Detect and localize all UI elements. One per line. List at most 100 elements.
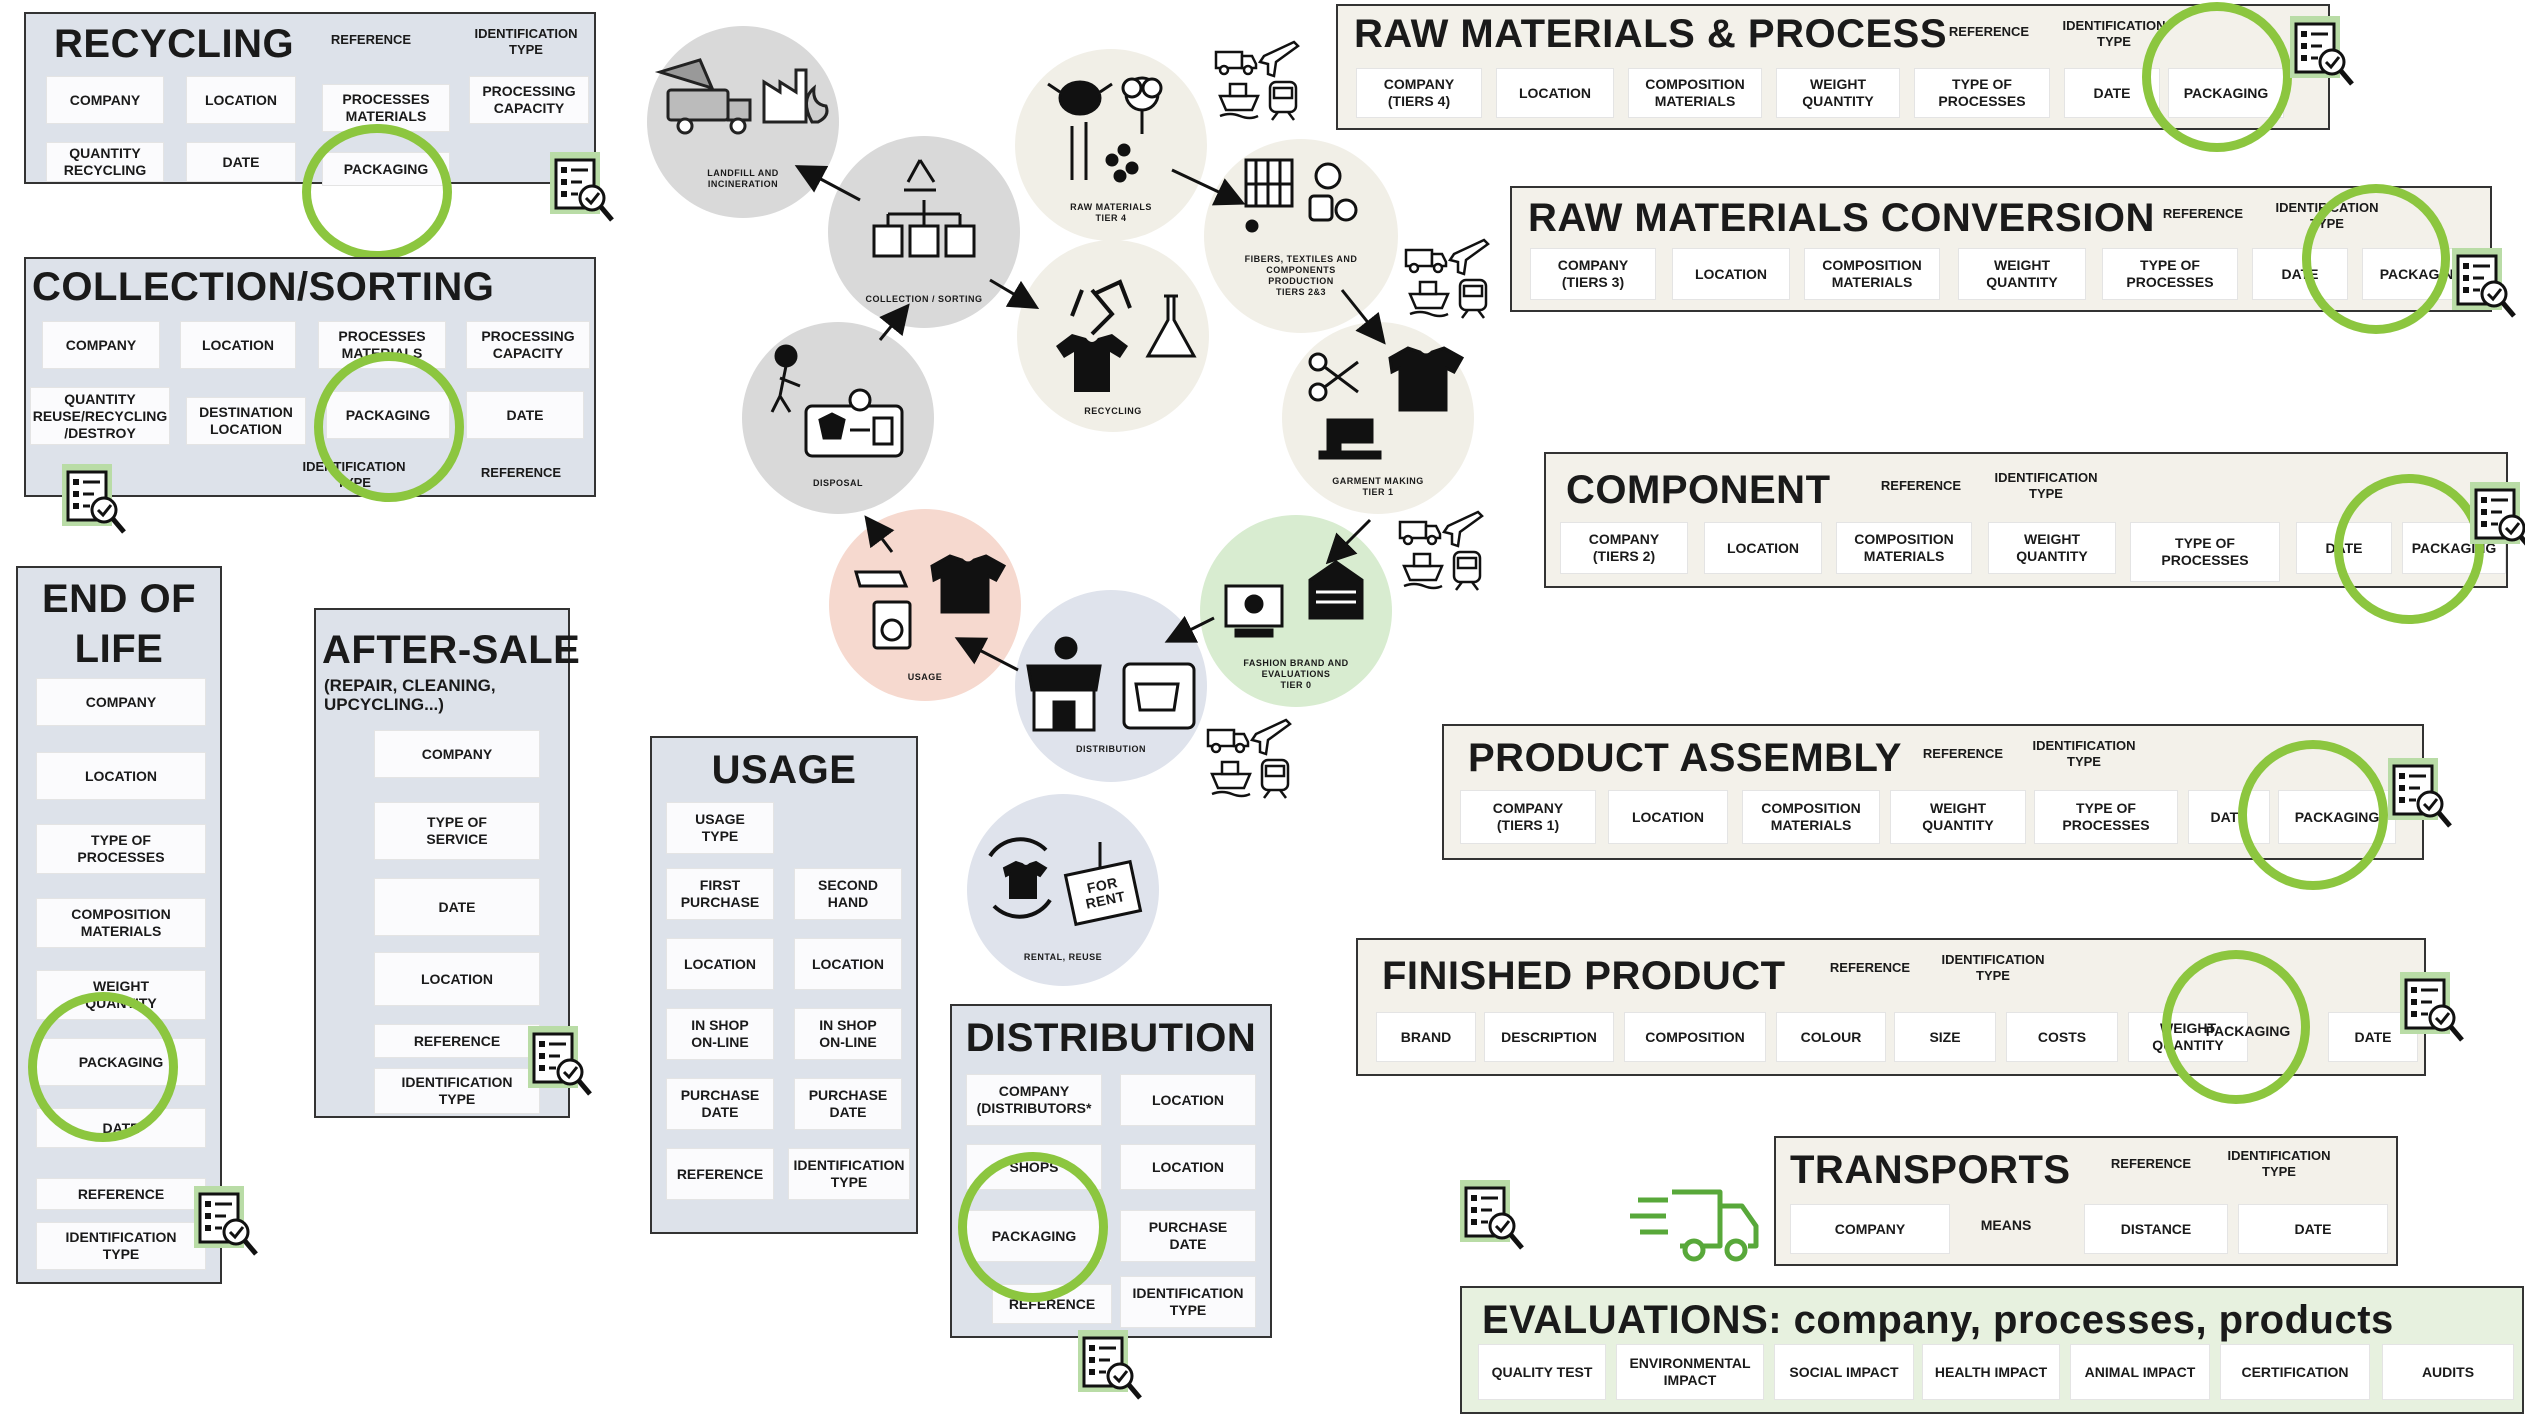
landfill-truck-icon [654,58,752,135]
field-date: DATE [466,391,584,439]
field-certification: CERTIFICATION [2220,1344,2370,1400]
field-audits: AUDITS [2382,1344,2514,1400]
node-label-collection: COLLECTION / SORTING [865,294,983,304]
evaluation-checklist-icon [2288,14,2358,92]
node-fibers-textiles [1204,139,1398,333]
identification-type-label: IDENTIFICATION TYPE [474,26,578,57]
evaluation-checklist-icon [548,150,618,228]
delivery-truck-icon [1630,1189,1759,1262]
packaging-highlight [28,992,178,1142]
field-company: COMPANY (TIERS 4) [1356,68,1482,118]
identification-type-label: IDENTIFICATION TYPE [1941,952,2045,983]
panel-end-of-life: END OF LIFE COMPANY LOCATION TYPE OF PRO… [16,566,222,1284]
arrow-brand-to-distribution [1164,615,1215,643]
node-label-usage: USAGE [907,672,943,682]
node-label-landfill: LANDFILL AND INCINERATION [707,168,779,189]
field-weight-quantity: WEIGHT QUANTITY [1776,68,1900,118]
field-company: COMPANY [46,76,164,124]
field-identification-type: IDENTIFICATION TYPE [788,1148,910,1200]
fashion-brand-icon [1224,560,1364,638]
field-composition-materials: COMPOSITION MATERIALS [1742,790,1880,844]
field-size: SIZE [1894,1012,1996,1062]
field-identification-type: IDENTIFICATION TYPE [374,1068,540,1114]
transport-modes-icon [1206,718,1292,799]
panel-usage: USAGE USAGE TYPE FIRST PURCHASE SECOND H… [650,736,918,1234]
field-type-of-service: TYPE OF SERVICE [374,802,540,860]
panel-title: DISTRIBUTION [965,1016,1257,1060]
field-brand: BRAND [1376,1012,1476,1062]
field-date: DATE [186,142,296,182]
arrow-collection-to-landfill [794,165,861,202]
field-destination-location: DESTINATION LOCATION [186,397,306,445]
field-location: LOCATION [794,938,902,990]
packaging-highlight [958,1152,1108,1302]
packaging-highlight [2162,950,2310,1104]
field-weight-quantity: WEIGHT QUANTITY [1958,248,2086,300]
field-social-impact: SOCIAL IMPACT [1774,1344,1914,1400]
node-label-rental: RENTAL, REUSE [1023,952,1103,962]
panel-collection-sorting: COLLECTION/SORTING COMPANY LOCATION PROC… [24,257,596,497]
reference-label: REFERENCE [1880,478,1962,493]
field-colour: COLOUR [1776,1012,1886,1062]
field-usage-type: USAGE TYPE [666,802,774,854]
field-quality-test: QUALITY TEST [1478,1344,1606,1400]
reference-label: REFERENCE [1948,24,2030,39]
field-composition-materials: COMPOSITION MATERIALS [36,898,206,948]
field-location: LOCATION [1672,248,1790,300]
panel-title: COLLECTION/SORTING [32,265,495,309]
field-company: COMPANY [42,321,160,369]
evaluation-checklist-icon [2450,246,2520,324]
field-location: LOCATION [36,752,206,800]
identification-type-label: IDENTIFICATION TYPE [2227,1148,2331,1179]
field-company: COMPANY (TIERS 3) [1530,248,1656,300]
reference-label: REFERENCE [2110,1156,2192,1171]
packaging-highlight [2142,2,2292,152]
field-costs: COSTS [2006,1012,2118,1062]
panel-recycling: RECYCLING REFERENCE IDENTIFICATION TYPE … [24,12,596,186]
panel-evaluations: EVALUATIONS: company, processes, product… [1460,1286,2524,1414]
field-company: COMPANY [1790,1204,1950,1254]
arrow-garment-to-brand [1325,518,1372,565]
transport-modes-icon [1214,40,1300,121]
field-reference: REFERENCE [374,1024,540,1058]
field-location: LOCATION [1608,790,1728,844]
reference-label: REFERENCE [330,32,412,47]
field-company: COMPANY (TIERS 1) [1460,790,1596,844]
reference-label: REFERENCE [1922,746,2004,761]
field-shop-online: IN SHOP ON-LINE [794,1008,902,1060]
field-description: DESCRIPTION [1484,1012,1614,1062]
panel-title: USAGE [711,748,857,792]
field-weight-quantity: WEIGHT QUANTITY [1988,522,2116,574]
field-quantity-reuse: QUANTITY REUSE/RECYCLING /DESTROY [30,387,170,445]
flask-icon [1145,294,1197,358]
field-location: LOCATION [1496,68,1614,118]
distribution-icon [1026,636,1196,732]
node-label-recycling: RECYCLING [1084,406,1142,416]
panel-title: EVALUATIONS: company, processes, product… [1482,1298,2394,1342]
collection-sorting-icon [872,159,976,258]
evaluation-checklist-icon [526,1024,596,1102]
field-location: LOCATION [186,76,296,124]
field-health-impact: HEALTH IMPACT [1922,1344,2060,1400]
field-company: COMPANY (TIERS 2) [1560,522,1688,574]
transport-modes-icon [1404,238,1490,319]
panel-title: END OF LIFE [41,577,197,671]
field-type-of-processes: TYPE OF PROCESSES [2034,790,2178,844]
node-label-disposal: DISPOSAL [812,478,863,488]
fibers-textiles-icon [1244,158,1358,233]
field-reference: REFERENCE [666,1148,774,1200]
packaging-highlight [314,352,464,502]
field-date: DATE [374,878,540,936]
evaluation-checklist-icon [60,462,130,540]
tshirt-icon [1056,334,1128,392]
field-purchase-date: PURCHASE DATE [1120,1210,1256,1262]
field-type-of-processes: TYPE OF PROCESSES [36,824,206,874]
field-company: COMPANY [36,678,206,726]
field-processing-capacity: PROCESSING CAPACITY [466,321,590,369]
recycling-icon [1070,279,1132,336]
transport-modes-icon [1398,510,1484,591]
arrow-fibers-to-garment [1340,289,1386,345]
evaluation-checklist-icon [1458,1178,1528,1256]
field-type-of-processes: TYPE OF PROCESSES [2130,522,2280,582]
disposal-icon [770,344,904,458]
